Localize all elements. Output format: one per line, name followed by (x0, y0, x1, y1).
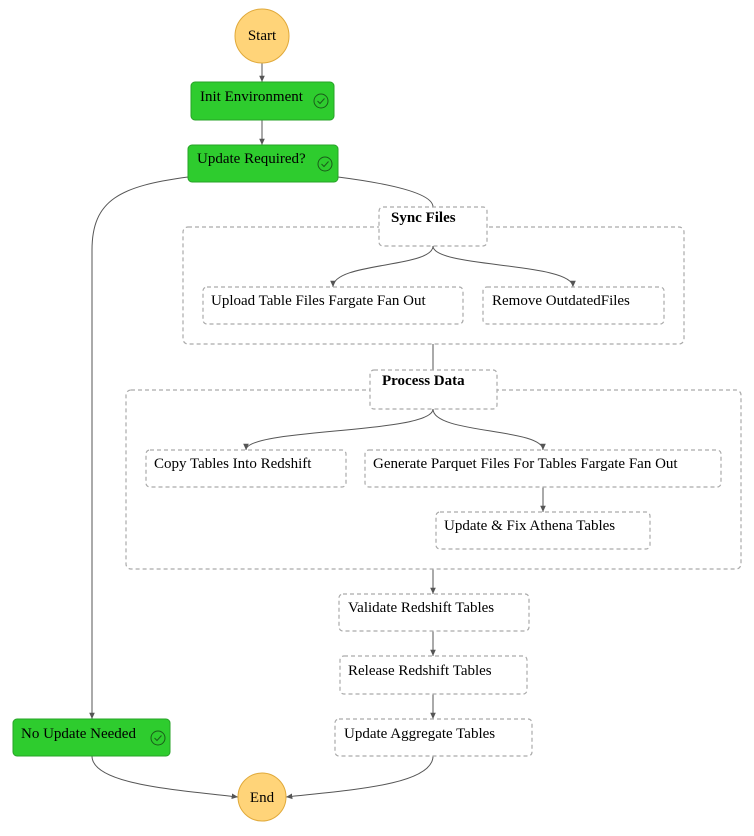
end-node[interactable]: End (237, 772, 287, 822)
edge-update-required-no-update (89, 176, 189, 719)
edge-no-update-to-end (91, 755, 239, 800)
check-circle-icon (313, 93, 329, 109)
state-remove-outdated-files-label: Remove OutdatedFiles (492, 293, 630, 309)
start-node[interactable]: Start (234, 8, 290, 64)
group-sync-files-header[interactable]: Sync Files (378, 206, 488, 247)
edge-sync-to-upload (330, 245, 434, 288)
state-validate-redshift-tables-label: Validate Redshift Tables (348, 600, 494, 616)
state-no-update-needed-label: No Update Needed (21, 726, 136, 742)
state-upload-table-files[interactable]: Upload Table Files Fargate Fan Out (202, 286, 464, 325)
check-circle-icon (150, 730, 166, 746)
state-release-redshift-tables-label: Release Redshift Tables (348, 663, 492, 679)
edge-process-to-generate (432, 408, 546, 451)
state-update-required[interactable]: Update Required? (187, 144, 339, 183)
group-sync-files-label: Sync Files (391, 210, 456, 226)
state-init-environment-label: Init Environment (200, 89, 304, 105)
check-circle-icon (317, 156, 333, 172)
state-upload-table-files-label: Upload Table Files Fargate Fan Out (211, 293, 426, 309)
state-validate-redshift-tables[interactable]: Validate Redshift Tables (338, 593, 530, 632)
edge-update-required-sync-files (337, 176, 434, 208)
state-generate-parquet-files[interactable]: Generate Parquet Files For Tables Fargat… (364, 449, 722, 488)
edges (89, 63, 576, 800)
end-label: End (250, 790, 275, 806)
edge-aggregate-to-end (285, 755, 434, 800)
edge-process-to-copy (243, 408, 434, 451)
start-label: Start (248, 28, 277, 44)
state-init-environment[interactable]: Init Environment (190, 81, 335, 121)
state-generate-parquet-files-label: Generate Parquet Files For Tables Fargat… (373, 456, 678, 472)
state-release-redshift-tables[interactable]: Release Redshift Tables (339, 655, 528, 695)
state-update-aggregate-tables[interactable]: Update Aggregate Tables (334, 718, 533, 757)
state-remove-outdated-files[interactable]: Remove OutdatedFiles (482, 286, 665, 325)
group-process-data-label: Process Data (382, 373, 465, 389)
state-copy-tables-into-redshift[interactable]: Copy Tables Into Redshift (145, 449, 347, 488)
state-update-fix-athena-tables[interactable]: Update & Fix Athena Tables (435, 511, 651, 550)
state-update-fix-athena-tables-label: Update & Fix Athena Tables (444, 518, 615, 534)
state-update-aggregate-tables-label: Update Aggregate Tables (344, 726, 495, 742)
state-no-update-needed[interactable]: No Update Needed (12, 718, 171, 757)
edge-sync-to-remove (432, 245, 576, 288)
state-update-required-label: Update Required? (197, 151, 306, 167)
group-process-data-header[interactable]: Process Data (369, 369, 498, 410)
state-copy-tables-into-redshift-label: Copy Tables Into Redshift (154, 456, 312, 472)
